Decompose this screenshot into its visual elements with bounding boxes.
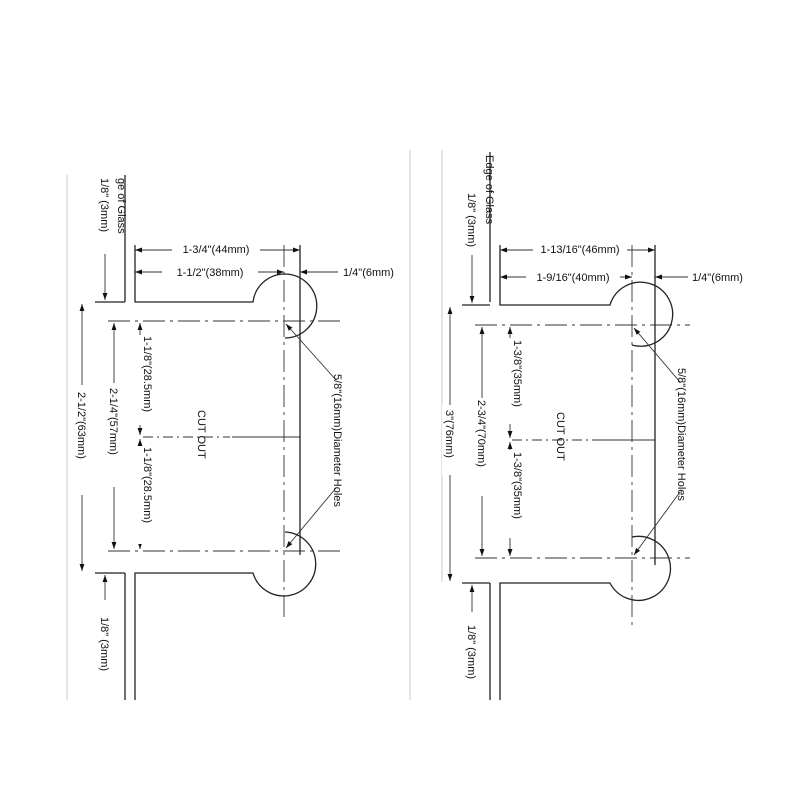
left-dim-mask-5 [132,335,148,425]
right-dim-mask-5 [502,338,518,424]
left-drawing: 1-3/4"(44mm) 1-1/2"(38mm) 1/4"(6mm) ge o… [74,175,394,700]
right-leader-top-hole [633,327,681,383]
left-dim-half-bottom: 1-1/8"(28.5mm) [141,447,153,523]
right-bottom-gap: 1/8" (3mm) [465,625,477,679]
left-holes-label: 5/8"(16mm)Diameter Holes [331,374,343,507]
left-dim-overall-width: 1-3/4"(44mm) [183,244,250,256]
right-dim-mask-4 [474,398,490,496]
right-leader-bottom-hole [633,491,681,556]
left-dim-hole-spacing: 2-1/4"(57mm) [107,388,119,455]
right-dim-overall-width: 1-13/16"(46mm) [540,244,619,256]
left-dim-mask-3 [74,385,90,495]
right-dim-mask-3 [442,405,458,475]
right-dim-hole-center: 1-9/16"(40mm) [537,272,610,284]
left-leader-top-hole [285,323,337,381]
right-dim-overall-height: 3"(76mm) [443,410,455,458]
left-dim-half-top: 1-1/8"(28.5mm) [141,336,153,412]
left-dim-mask-6 [132,446,148,544]
right-dim-half-bottom: 1-3/8"(35mm) [511,452,523,519]
left-dim-mask-1 [172,242,260,256]
right-dim-mask-1 [533,242,627,256]
left-dim-hole-offset: 1/4"(6mm) [343,267,394,279]
right-edge-of-glass: Edge of Glass [483,155,495,225]
left-leader-bottom-hole [285,487,337,549]
right-dim-hole-offset: 1/4"(6mm) [692,272,743,284]
left-dim-hole-center: 1-1/2"(38mm) [177,267,244,279]
right-dim-half-top: 1-3/8"(35mm) [511,340,523,407]
right-dim-hole-spacing: 2-3/4"(70mm) [475,400,487,467]
left-cut-out: CUT OUT [195,410,207,459]
right-cut-out: CUT OUT [554,412,566,461]
left-hinge-outline [134,245,318,700]
left-dim-mask-4 [106,383,122,487]
right-hinge-outline [499,245,674,700]
left-dim-mask-2 [162,264,258,278]
right-drawing: 1-13/16"(46mm) 1-9/16"(40mm) 1/4"(6mm) E… [442,152,743,700]
right-dim-mask-2 [526,269,620,283]
left-edge-of-glass: ge of Glass [115,178,127,234]
right-holes-label: 5/8"(16mm)Diameter Holes [675,368,687,501]
right-top-gap: 1/8" (3mm) [465,193,477,247]
left-dim-overall-height: 2-1/2"(63mm) [75,392,87,459]
right-dim-mask-6 [502,450,518,538]
left-top-gap: 1/8" (3mm) [98,178,110,232]
left-bottom-gap: 1/8" (3mm) [98,617,110,671]
